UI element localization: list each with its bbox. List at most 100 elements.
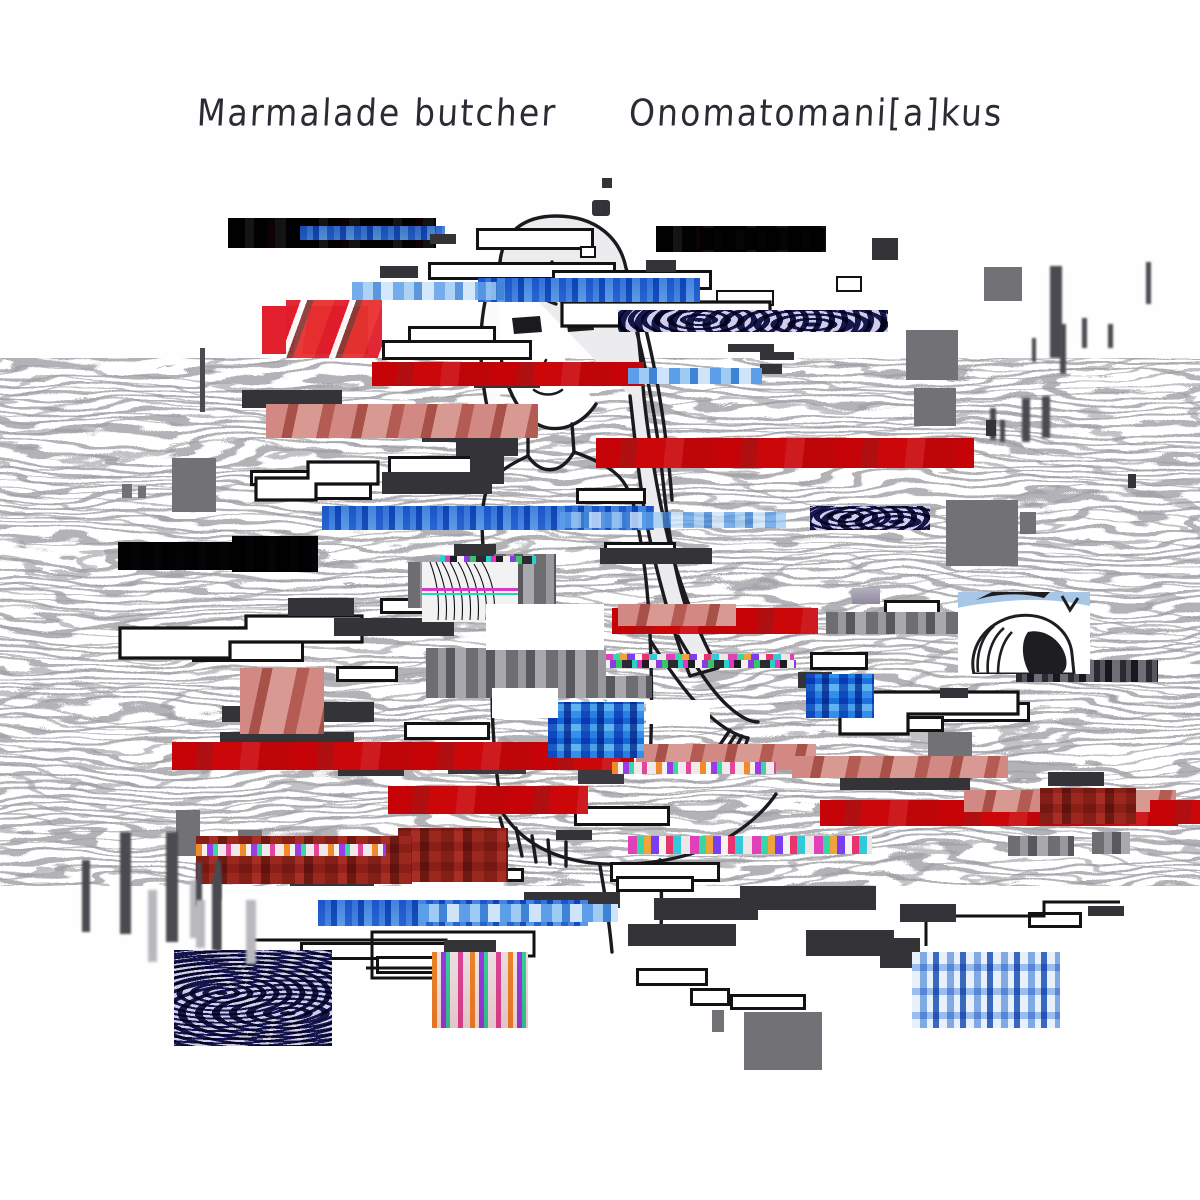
red-glitch-band <box>1150 800 1200 824</box>
vertical-glitch-bar <box>1146 262 1151 304</box>
dark-bar <box>1048 772 1104 786</box>
dark-bar <box>444 940 496 954</box>
gray-glitch-strip <box>1092 832 1130 854</box>
dark-bar <box>242 390 342 408</box>
torn-hair-svg <box>422 562 518 622</box>
glitch-block <box>872 238 898 260</box>
rgb-glitch-patch <box>432 952 528 1028</box>
circuit-glitch-patch <box>806 674 874 718</box>
dark-bar <box>628 924 736 946</box>
stepped-outline-shape <box>924 900 1120 946</box>
navy-marble-patch <box>174 950 332 1046</box>
glitch-sliver <box>986 420 996 436</box>
dark-bar <box>454 544 496 558</box>
white-slice <box>330 208 450 218</box>
stepped-outline-shape <box>118 614 364 660</box>
gray-glitch-strip <box>426 676 652 698</box>
dark-bar <box>470 444 504 484</box>
vertical-glitch-bar <box>1108 324 1113 348</box>
red-glitch-band <box>388 786 588 814</box>
vertical-glitch-bar <box>196 862 202 906</box>
glitch-sliver <box>556 830 592 840</box>
white-slice <box>492 688 558 718</box>
vertical-glitch-bar <box>1032 338 1036 362</box>
glitch-block <box>914 388 956 426</box>
outline-box <box>336 666 398 682</box>
vertical-glitch-bar <box>1082 318 1087 348</box>
glitch-strip-topright-b <box>700 228 825 250</box>
stepped-outline-shape <box>838 690 1020 736</box>
outline-box <box>836 276 862 292</box>
glitch-strip-topleft-blue <box>300 226 445 240</box>
red-glitch-band <box>286 300 382 358</box>
dark-bar <box>654 898 758 920</box>
vertical-glitch-bar <box>148 890 157 962</box>
album-name: Onomatomani[a]kus <box>627 90 1005 134</box>
dark-bar <box>806 930 894 956</box>
outline-box <box>574 806 670 826</box>
gray-glitch-strip <box>1008 836 1074 856</box>
glitch-block <box>984 267 1022 301</box>
glitch-block <box>592 200 610 216</box>
dark-bar <box>760 364 782 374</box>
glitch-sliver <box>728 344 774 352</box>
vertical-glitch-bar <box>1022 398 1030 442</box>
white-slice <box>646 700 710 724</box>
navy-glitch-band <box>618 310 888 332</box>
red-glitch-band <box>372 362 644 386</box>
vertical-glitch-bar <box>1060 324 1066 374</box>
red-glitch-band <box>596 438 974 468</box>
outline-box <box>576 488 646 504</box>
stepped-outline-shape <box>254 460 380 502</box>
chroma-glitch-band <box>440 556 536 564</box>
pink-glitch-band <box>240 668 324 734</box>
dark-bar <box>430 234 456 244</box>
dark-bar <box>288 598 354 616</box>
outline-box <box>476 228 594 250</box>
gray-glitch-strip <box>852 588 880 604</box>
vertical-glitch-bar <box>82 860 90 932</box>
rgb-glitch-band <box>612 762 776 774</box>
glitch-sliver <box>1088 906 1124 916</box>
vertical-glitch-bar <box>120 832 131 934</box>
outline-box <box>690 988 730 1006</box>
torn-hair-patch <box>422 562 518 622</box>
outline-box <box>580 246 596 258</box>
pink-glitch-band <box>618 604 736 626</box>
rgb-glitch-band <box>196 844 386 856</box>
blue-glitch-band <box>352 282 504 300</box>
dark-bar <box>600 548 712 564</box>
outline-box <box>382 340 532 360</box>
hair-fragment-svg <box>958 592 1090 674</box>
title-row: Marmalade butcher Onomatomani[a]kus <box>0 82 1200 142</box>
circuit-glitch-patch <box>912 952 1060 1028</box>
navy-glitch-band <box>810 506 930 530</box>
white-slice <box>486 604 604 650</box>
blue-glitch-band <box>560 512 786 528</box>
vertical-glitch-bar <box>196 900 205 948</box>
glitch-block <box>172 458 216 512</box>
outline-box <box>636 968 708 986</box>
dark-bar <box>380 266 418 278</box>
artist-name: Marmalade butcher <box>195 90 558 134</box>
blue-glitch-band <box>478 278 700 302</box>
vertical-glitch-bar <box>200 348 205 412</box>
vertical-glitch-bar <box>166 832 178 942</box>
outline-box <box>810 652 868 670</box>
pink-glitch-band <box>266 404 538 438</box>
vertical-glitch-bar <box>190 880 200 938</box>
glitch-block <box>744 1012 822 1070</box>
pink-glitch-band <box>792 756 1008 778</box>
vertical-glitch-bar <box>1000 420 1005 442</box>
blue-glitch-band <box>628 368 762 384</box>
dark-bar <box>382 472 492 494</box>
glitch-block <box>1020 512 1036 534</box>
dark-bar <box>646 260 676 272</box>
glitch-sliver <box>760 352 794 360</box>
circuit-glitch-patch <box>548 702 644 758</box>
outline-box <box>404 722 490 740</box>
rgb-glitch-band <box>628 836 872 854</box>
rust-glitch-patch <box>1040 788 1136 824</box>
dark-bar <box>334 618 454 636</box>
